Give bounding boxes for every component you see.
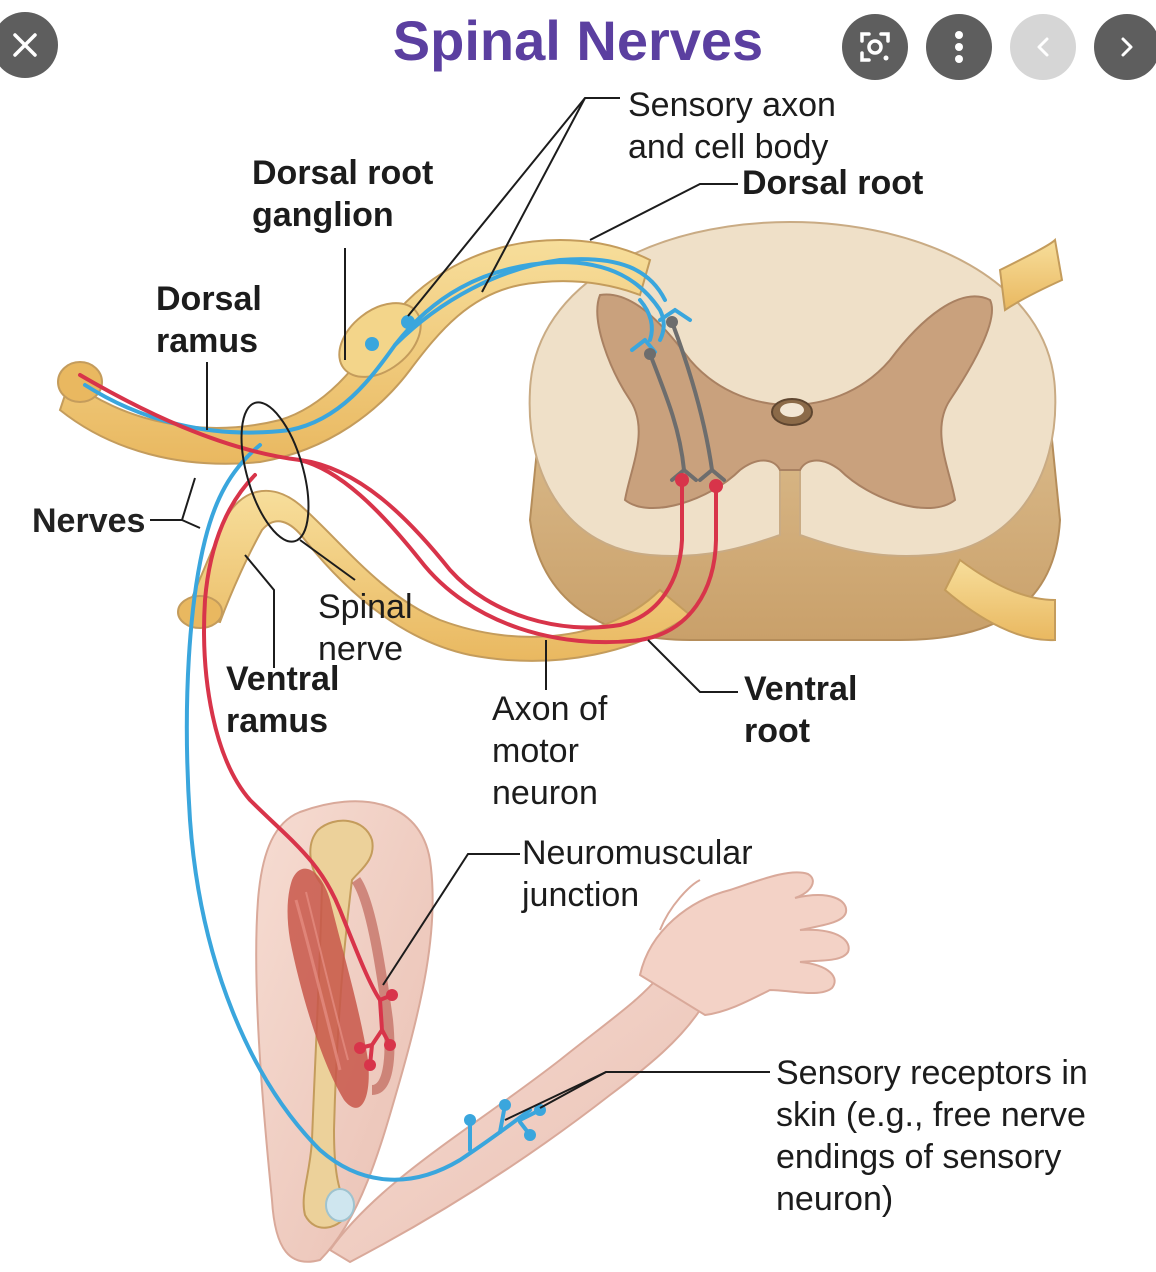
label-nerves: Nerves xyxy=(32,502,146,540)
lens-button[interactable] xyxy=(842,14,908,80)
more-vert-icon xyxy=(955,31,963,63)
spinal-cord xyxy=(528,220,1064,642)
page-title: Spinal Nerves xyxy=(392,9,764,72)
dorsal-root-sheath xyxy=(58,238,652,465)
label-ventral-root: Ventral root xyxy=(744,670,858,750)
label-spinal-nerve: Spinal nerve xyxy=(318,588,413,668)
label-sensory-axon: Sensory axon and cell body xyxy=(628,86,836,166)
label-dorsal-root: Dorsal root xyxy=(742,164,924,202)
label-ventral-ramus: Ventral ramus xyxy=(226,660,340,740)
label-dorsal-ramus: Dorsal ramus xyxy=(156,280,262,360)
previous-image-button[interactable] xyxy=(1010,14,1076,80)
chevron-left-icon xyxy=(1037,37,1049,57)
motor-neuron xyxy=(78,373,718,1067)
chevron-right-icon xyxy=(1121,37,1133,57)
arm-illustration xyxy=(255,800,850,1264)
leader-lines xyxy=(150,97,770,1121)
lens-icon xyxy=(860,32,890,62)
sensory-neuron xyxy=(83,257,692,1182)
close-icon xyxy=(13,33,37,57)
close-button[interactable] xyxy=(0,12,58,78)
motor-nodes xyxy=(354,473,723,1071)
label-dorsal-root-ganglion: Dorsal root ganglion xyxy=(252,154,434,234)
label-axon-motor-neuron: Axon of motor neuron xyxy=(492,690,608,812)
biceps-muscle xyxy=(287,868,369,1108)
label-neuromuscular-junction: Neuromuscular junction xyxy=(522,834,753,914)
hand xyxy=(638,871,850,1017)
nerve-sheaths xyxy=(57,238,692,662)
interneurons xyxy=(648,320,726,482)
sensory-nodes xyxy=(365,315,546,1141)
dorsal-root-ganglion xyxy=(338,302,422,378)
next-image-button[interactable] xyxy=(1094,14,1156,80)
label-sensory-receptors: Sensory receptors in skin (e.g., free ne… xyxy=(776,1054,1088,1218)
more-options-button[interactable] xyxy=(926,14,992,80)
